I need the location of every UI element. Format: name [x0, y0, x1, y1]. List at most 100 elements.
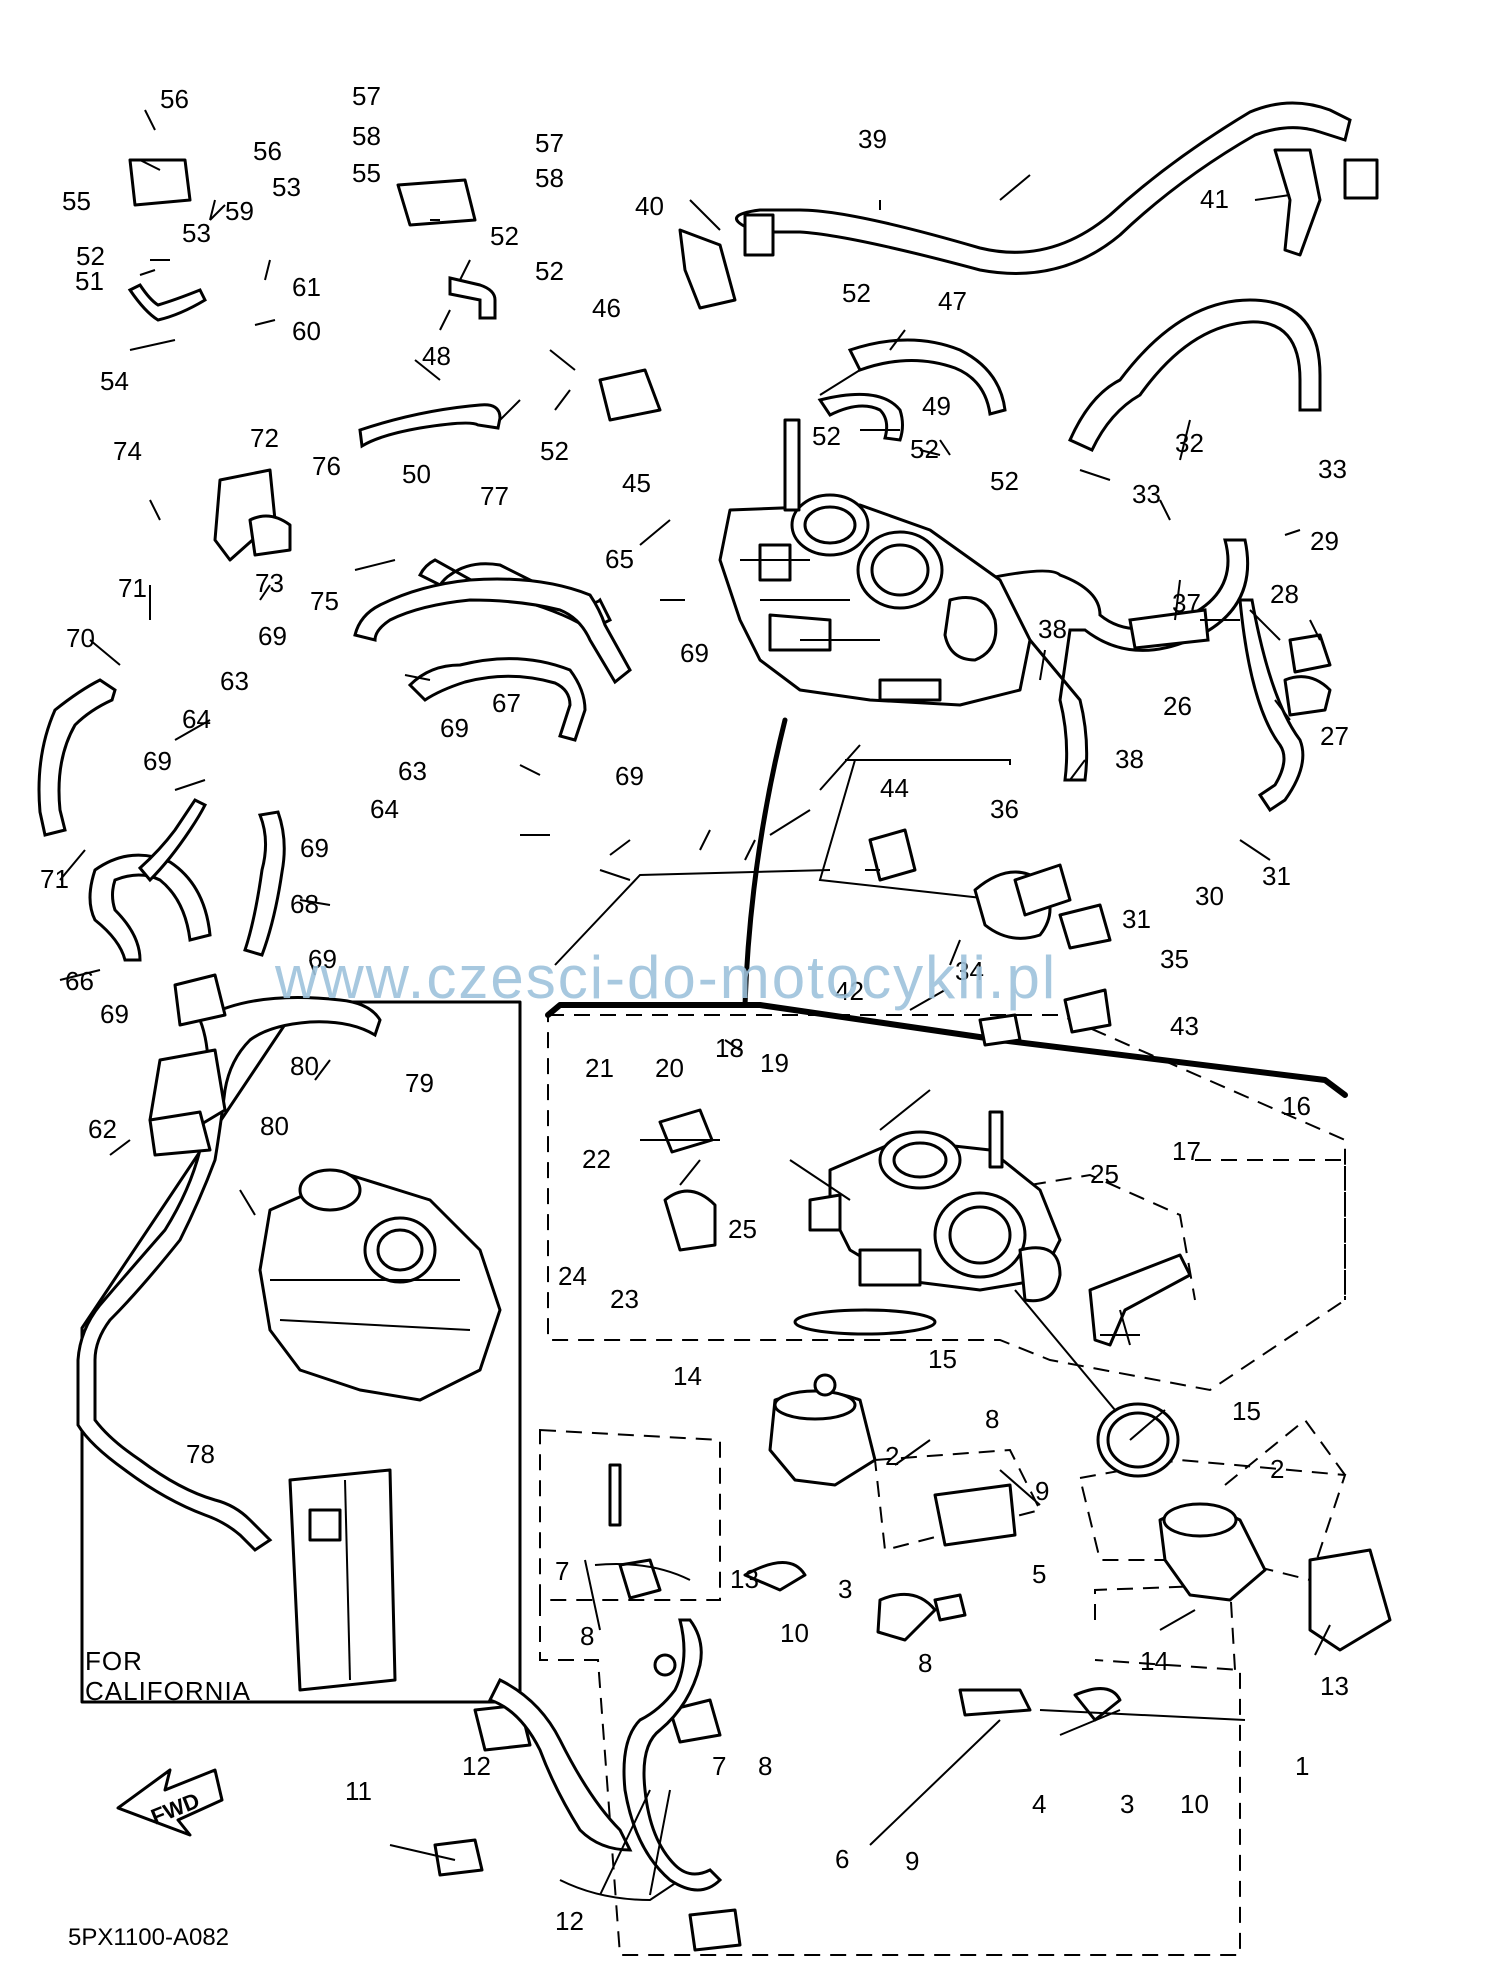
callout-69: 69 [440, 713, 469, 743]
callout-32: 32 [1175, 428, 1204, 458]
callout-15: 15 [1232, 1396, 1261, 1426]
callout-17: 17 [1172, 1136, 1201, 1166]
callout-64: 64 [370, 794, 399, 824]
throttle-body-upper [718, 418, 1032, 707]
callout-31: 31 [1122, 904, 1151, 934]
callout-77: 77 [480, 481, 509, 511]
callout-74: 74 [113, 436, 142, 466]
callout-28: 28 [1270, 579, 1299, 609]
callout-69: 69 [258, 621, 287, 651]
callout-31: 31 [1262, 861, 1291, 891]
callout-18: 18 [715, 1033, 744, 1063]
callout-52: 52 [990, 466, 1019, 496]
callout-65: 65 [605, 544, 634, 574]
callout-16: 16 [1282, 1091, 1311, 1121]
callout-13: 13 [730, 1564, 759, 1594]
callout-43: 43 [1170, 1011, 1199, 1041]
callout-69: 69 [680, 638, 709, 668]
callout-50: 50 [402, 459, 431, 489]
callout-79: 79 [405, 1068, 434, 1098]
california-label: CALIFORNIA [85, 1676, 251, 1706]
callout-36: 36 [990, 794, 1019, 824]
callout-57: 57 [535, 128, 564, 158]
callout-71: 71 [118, 573, 147, 603]
callout-58: 58 [352, 121, 381, 151]
callout-69: 69 [100, 999, 129, 1029]
leader-lines [59, 109, 1331, 1896]
callout-48: 48 [422, 341, 451, 371]
diagram-code: 5PX1100-A082 [68, 1924, 229, 1951]
callout-52: 52 [490, 221, 519, 251]
callout-10: 10 [780, 1618, 809, 1648]
callout-45: 45 [622, 468, 651, 498]
callout-8: 8 [580, 1621, 594, 1651]
callout-2: 2 [1270, 1454, 1284, 1484]
callout-52: 52 [535, 256, 564, 286]
callout-57: 57 [352, 81, 381, 111]
callout-12: 12 [555, 1906, 584, 1936]
callout-1: 1 [1295, 1751, 1309, 1781]
callout-22: 22 [582, 1144, 611, 1174]
vacuum-hoses [37, 101, 1352, 1552]
callout-5: 5 [1032, 1559, 1046, 1589]
callout-33: 33 [1318, 454, 1347, 484]
callout-56: 56 [253, 136, 282, 166]
callout-69: 69 [615, 761, 644, 791]
callout-56: 56 [160, 84, 189, 114]
callout-51: 51 [75, 266, 104, 296]
callout-6: 6 [835, 1844, 849, 1874]
callout-63: 63 [398, 756, 427, 786]
callout-80: 80 [260, 1111, 289, 1141]
callout-35: 35 [1160, 944, 1189, 974]
callout-37: 37 [1172, 588, 1201, 618]
callout-20: 20 [655, 1053, 684, 1083]
callout-11: 11 [345, 1776, 372, 1806]
callout-9: 9 [1035, 1476, 1049, 1506]
callout-4: 4 [1032, 1789, 1046, 1819]
callout-44: 44 [880, 773, 909, 803]
callout-52: 52 [812, 421, 841, 451]
throttle-body-detail [808, 1110, 1192, 1441]
callout-62: 62 [88, 1114, 117, 1144]
callout-33: 33 [1132, 479, 1161, 509]
callout-78: 78 [186, 1439, 215, 1469]
callout-67: 67 [492, 688, 521, 718]
callout-59: 59 [225, 196, 254, 226]
callout-25: 25 [728, 1214, 757, 1244]
callout-19: 19 [760, 1048, 789, 1078]
callout-7: 7 [555, 1556, 569, 1586]
callout-41: 41 [1200, 184, 1229, 214]
callout-54: 54 [100, 366, 129, 396]
small-parts [128, 148, 1392, 1952]
callout-64: 64 [182, 704, 211, 734]
callout-49: 49 [922, 391, 951, 421]
callout-63: 63 [220, 666, 249, 696]
callout-53: 53 [182, 218, 211, 248]
callout-55: 55 [352, 158, 381, 188]
callout-10: 10 [1180, 1789, 1209, 1819]
callout-numbers: 56 56 55 53 59 53 52 61 51 60 54 57 58 5… [40, 81, 1349, 1936]
callout-75: 75 [310, 586, 339, 616]
callout-29: 29 [1310, 526, 1339, 556]
callout-14: 14 [673, 1361, 702, 1391]
callout-52: 52 [540, 436, 569, 466]
callout-53: 53 [272, 172, 301, 202]
callout-3: 3 [838, 1574, 852, 1604]
callout-9: 9 [905, 1846, 919, 1876]
callout-61: 61 [292, 272, 321, 302]
callout-69: 69 [300, 833, 329, 863]
callout-25: 25 [1090, 1159, 1119, 1189]
callout-72: 72 [250, 423, 279, 453]
callout-8: 8 [918, 1648, 932, 1678]
callout-58: 58 [535, 163, 564, 193]
callout-15: 15 [928, 1344, 957, 1374]
callout-46: 46 [592, 293, 621, 323]
callout-52: 52 [910, 434, 939, 464]
callout-3: 3 [1120, 1789, 1134, 1819]
callout-12: 12 [462, 1751, 491, 1781]
callout-55: 55 [62, 186, 91, 216]
callout-39: 39 [858, 124, 887, 154]
callout-8: 8 [758, 1751, 772, 1781]
callout-23: 23 [610, 1284, 639, 1314]
